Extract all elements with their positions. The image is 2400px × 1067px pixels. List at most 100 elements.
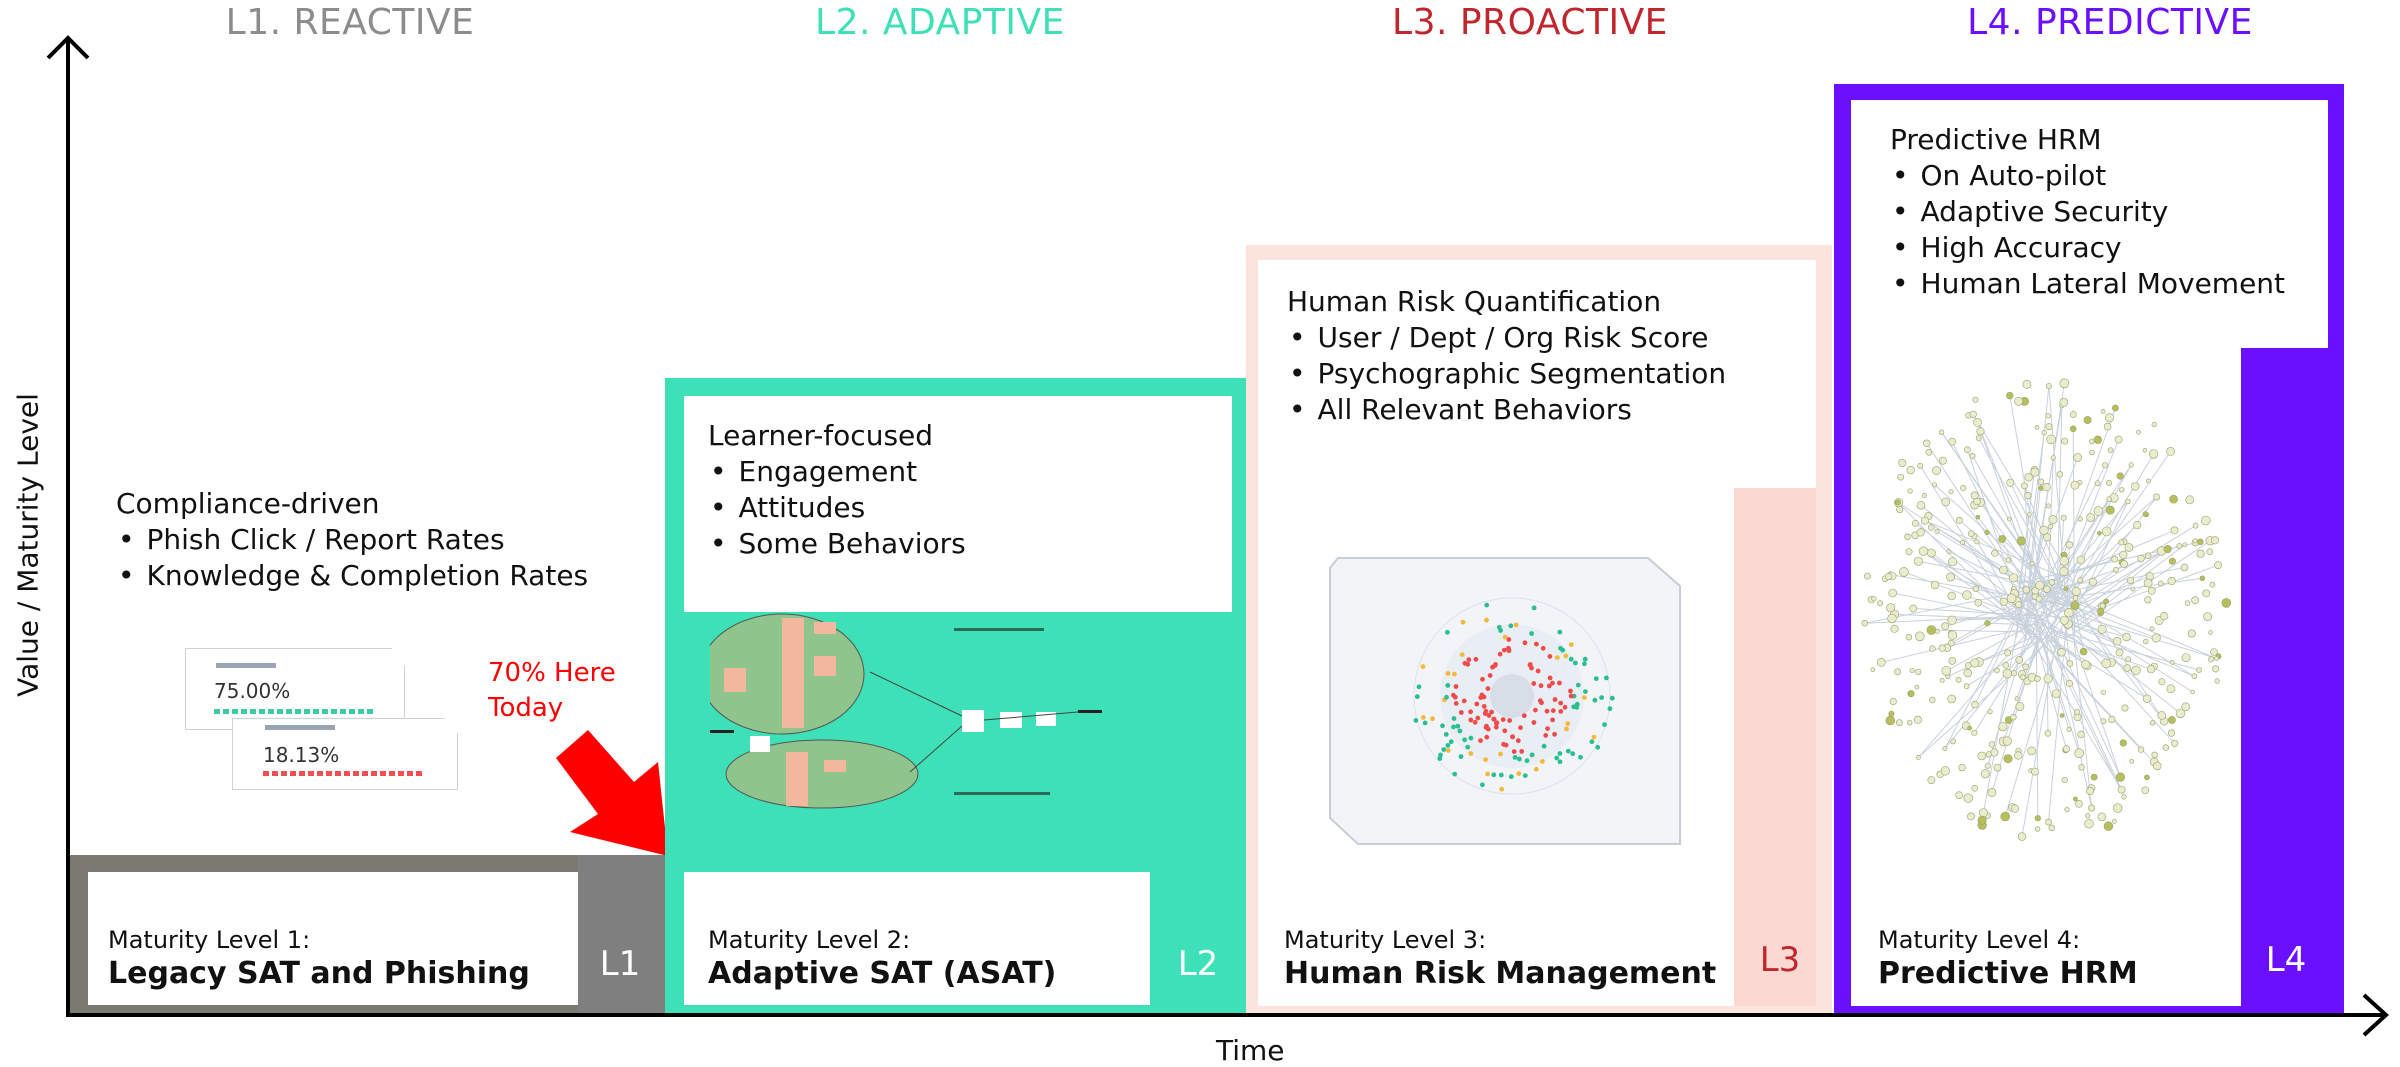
level-2-label-box: [684, 872, 1150, 1005]
network-node: [2065, 679, 2074, 688]
risk-dot: [1568, 693, 1574, 699]
network-node: [1991, 549, 1999, 557]
network-node: [1975, 514, 1981, 520]
network-node: [1975, 435, 1982, 441]
network-edge: [2032, 627, 2067, 750]
risk-dot: [1511, 749, 1517, 754]
risk-dot: [1501, 647, 1507, 653]
level-1-bullets: Phish Click / Report Rates Knowledge & C…: [116, 522, 589, 594]
risk-dot: [1578, 754, 1583, 760]
network-node: [2048, 515, 2058, 525]
network-node: [2079, 647, 2088, 656]
risk-dot: [1554, 655, 1560, 660]
risk-dot: [1557, 759, 1563, 765]
network-edge: [1944, 582, 2035, 749]
network-node: [2184, 600, 2191, 606]
risk-dot: [1480, 782, 1485, 788]
risk-dot: [1510, 734, 1515, 739]
risk-dot: [1430, 716, 1435, 722]
risk-dot: [1487, 673, 1493, 678]
network-node: [1985, 751, 1992, 758]
network-edge: [1923, 550, 2040, 639]
network-node: [1941, 622, 1950, 631]
network-node: [1916, 501, 1926, 510]
network-node: [1894, 668, 1901, 676]
network-node: [2169, 494, 2178, 504]
network-node: [2143, 578, 2153, 588]
risk-dot: [1508, 623, 1514, 629]
network-node: [2133, 521, 2142, 530]
network-node: [2006, 593, 2017, 604]
network-node: [1963, 683, 1970, 690]
risk-dot: [1445, 748, 1451, 753]
level-2-tag: L2: [1177, 944, 1219, 984]
network-node: [2059, 566, 2069, 577]
network-node: [1907, 488, 1913, 494]
network-node: [2162, 744, 2169, 751]
network-node: [1938, 429, 1945, 435]
network-node: [2121, 794, 2127, 800]
network-node: [1898, 459, 1907, 468]
network-edge: [1950, 576, 2037, 605]
network-node: [1969, 452, 1976, 459]
risk-dot: [1455, 723, 1461, 729]
network-node: [2064, 608, 2074, 618]
risk-dot: [1420, 715, 1426, 720]
network-node: [2003, 754, 2013, 764]
network-node: [2151, 751, 2158, 758]
network-node: [2048, 824, 2056, 831]
network-node: [1915, 668, 1922, 676]
network-node: [2196, 667, 2202, 673]
network-edge: [1966, 630, 2058, 687]
risk-dot: [1459, 652, 1465, 658]
risk-dot: [1468, 751, 1474, 756]
risk-dot: [1502, 728, 1508, 734]
network-node: [2042, 482, 2051, 492]
network-node: [2014, 396, 2023, 406]
risk-dot: [1545, 726, 1550, 731]
network-node: [2059, 556, 2069, 566]
network-node: [2006, 478, 2015, 487]
network-node: [2105, 413, 2115, 423]
network-node: [2065, 541, 2074, 549]
level-4-title: L4. PREDICTIVE: [1967, 2, 2253, 43]
network-node: [2129, 758, 2135, 764]
network-node: [2151, 421, 2157, 428]
network-node: [2200, 515, 2211, 526]
network-edge: [1923, 550, 2069, 641]
network-node: [1940, 766, 1950, 776]
risk-dot: [1519, 749, 1525, 754]
network-node: [1987, 709, 1993, 715]
network-node: [2166, 684, 2176, 694]
network-node: [2107, 447, 2114, 453]
network-node: [1963, 668, 1972, 678]
network-node: [2070, 601, 2080, 610]
risk-dot: [1562, 704, 1568, 710]
network-node: [1896, 506, 1904, 514]
risk-dot: [1527, 662, 1533, 667]
network-node: [2088, 804, 2096, 812]
network-node: [2214, 561, 2222, 570]
network-node: [2010, 804, 2020, 813]
network-node: [2108, 715, 2116, 724]
risk-dot: [1570, 751, 1576, 757]
network-node: [2041, 429, 2047, 436]
level-4-heading: Predictive HRM: [1890, 123, 2102, 156]
risk-dot: [1465, 744, 1471, 750]
network-node: [1963, 793, 1973, 803]
network-edge: [2004, 599, 2071, 817]
risk-dot: [1571, 704, 1577, 710]
level-2-bullet: Attitudes: [708, 490, 966, 526]
risk-dot: [1499, 786, 1505, 792]
network-node: [1922, 439, 1931, 448]
network-node: [2086, 786, 2095, 795]
level-4-bullet: Adaptive Security: [1890, 194, 2285, 230]
network-node: [2190, 689, 2196, 695]
risk-dot: [1534, 641, 1539, 647]
risk-dot: [1441, 747, 1447, 752]
network-edge: [2039, 601, 2121, 778]
risk-dot: [1491, 772, 1497, 778]
network-node: [1904, 533, 1911, 540]
network-node: [1916, 528, 1925, 537]
network-node: [2059, 713, 2065, 718]
